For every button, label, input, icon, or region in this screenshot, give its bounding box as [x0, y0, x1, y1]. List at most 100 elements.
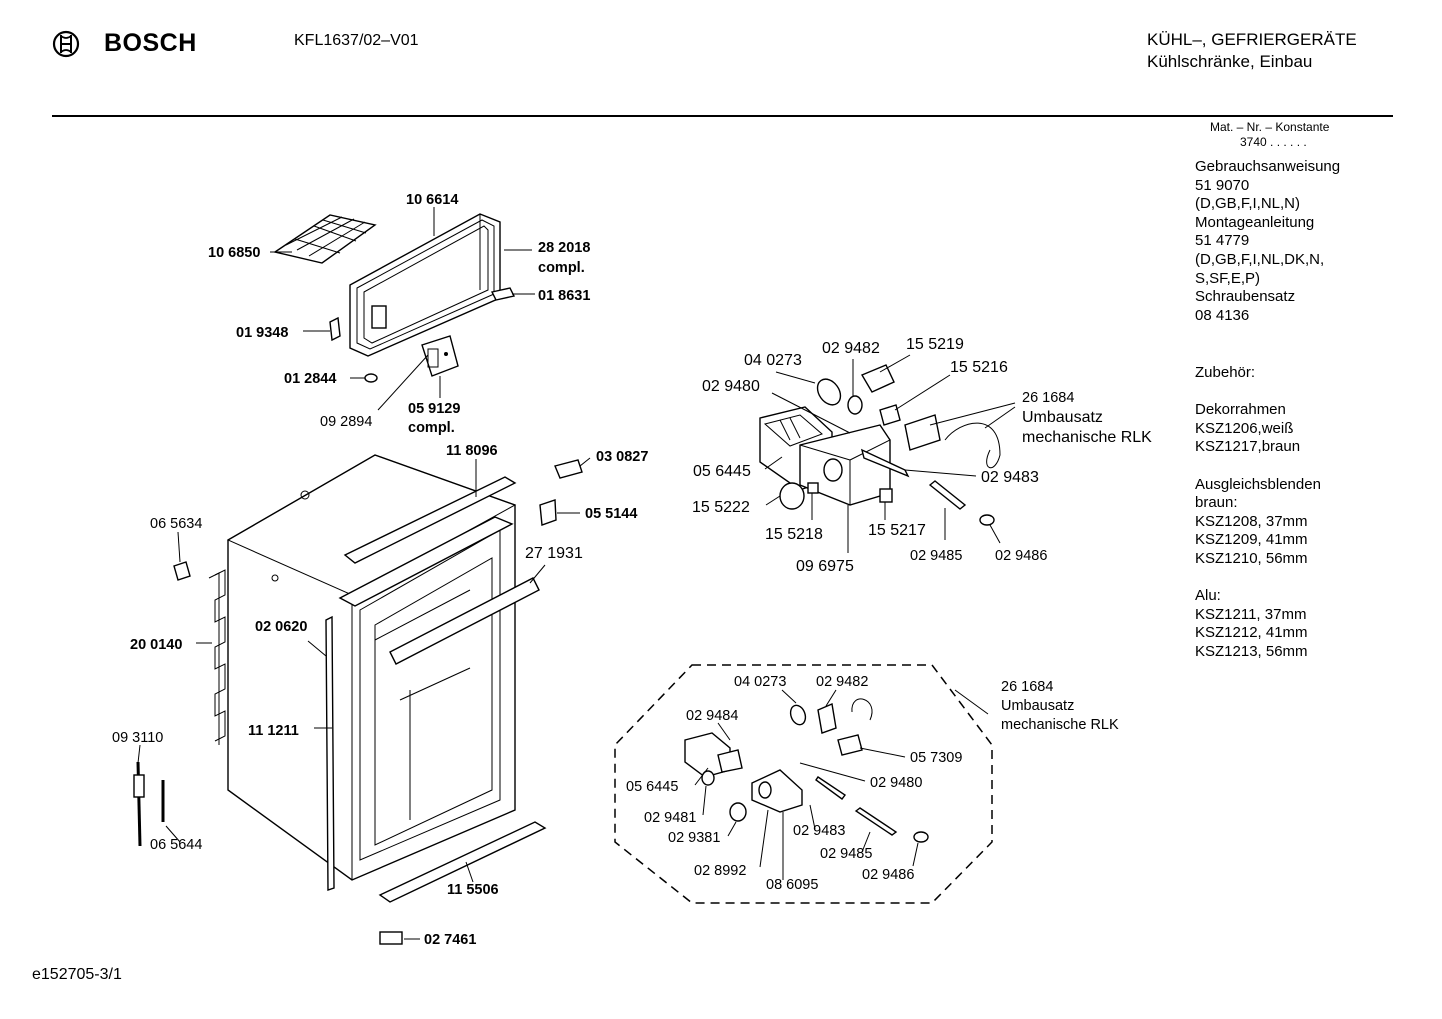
part-label: 05 7309 — [910, 750, 962, 766]
part-label: 08 6095 — [766, 877, 818, 893]
bottom-clip — [379, 931, 403, 945]
accessory-line: Alu: — [1195, 587, 1221, 605]
part-label: 26 1684 — [1022, 390, 1074, 406]
part-label: 09 2894 — [320, 414, 372, 430]
kit-lamp — [789, 698, 873, 734]
capillary-rod — [928, 480, 967, 510]
conversion-kit-boundary — [614, 664, 993, 904]
part-label: 06 5644 — [150, 837, 202, 853]
thermostat-sensor — [133, 761, 165, 847]
part-label: 02 9486 — [862, 867, 914, 883]
doc-line: Schraubensatz — [1195, 288, 1296, 306]
accessory-line: KSZ1211, 37mm — [1195, 605, 1307, 623]
accessory-line: KSZ1212, 41mm — [1195, 624, 1308, 642]
mat-nr-value: 3740 . . . . . . — [1240, 135, 1307, 149]
accessory-line: KSZ1213, 56mm — [1195, 642, 1308, 660]
switch-block — [879, 404, 901, 426]
doc-line: 51 9070 — [1195, 176, 1250, 194]
lamp-cover — [860, 364, 895, 393]
part-label: 15 5217 — [868, 522, 926, 539]
part-label: 05 5144 — [585, 506, 637, 522]
part-label: 02 0620 — [255, 619, 307, 635]
part-label: 15 5219 — [906, 336, 964, 353]
leader-lines — [137, 207, 1016, 940]
doc-line: Gebrauchsanweisung — [1195, 158, 1341, 175]
freezer-door-assembly — [349, 213, 501, 357]
part-label: 15 5218 — [765, 526, 823, 543]
part-label: 02 9480 — [702, 378, 760, 395]
accessory-line: KSZ1208, 37mm — [1195, 512, 1308, 530]
conversion-kit-board — [904, 414, 1001, 468]
model-number: KFL1637/02–V01 — [294, 32, 419, 49]
doc-line: 51 4779 — [1195, 232, 1250, 250]
mat-nr-label: Mat. – Nr. – Konstante — [1210, 120, 1330, 134]
part-label: compl. — [538, 260, 585, 276]
part-label: 02 9485 — [820, 846, 872, 862]
bracket-part — [554, 459, 583, 479]
doc-line: S,SF,E,P) — [1195, 269, 1261, 287]
cable-clip — [879, 488, 893, 503]
part-label: 02 9481 — [644, 810, 696, 826]
part-label: 20 0140 — [130, 637, 182, 653]
condenser-coil — [208, 569, 226, 745]
part-label: 26 1684 — [1001, 679, 1053, 695]
document-id: e152705-3/1 — [32, 966, 122, 983]
part-label: 02 7461 — [424, 932, 476, 948]
part-label: 05 6445 — [693, 463, 751, 480]
part-label: 05 6445 — [626, 779, 678, 795]
accessory-line: Dekorrahmen — [1195, 401, 1286, 419]
accessory-line: KSZ1210, 56mm — [1195, 549, 1308, 567]
part-label: 27 1931 — [525, 545, 583, 562]
category-title: KÜHL–, GEFRIERGERÄTE — [1147, 30, 1357, 49]
bosch-armature-icon — [52, 30, 80, 58]
part-label: 02 9485 — [910, 548, 962, 564]
part-label: 04 0273 — [734, 674, 786, 690]
part-label: 02 9381 — [668, 830, 720, 846]
doc-line: (D,GB,F,I,NL,DK,N, — [1195, 250, 1325, 268]
accessory-line: Ausgleichsblenden — [1195, 475, 1321, 493]
part-label: 02 9483 — [793, 823, 845, 839]
part-label: 11 5506 — [447, 882, 499, 898]
kit-control-box — [751, 769, 803, 813]
kit-clip-ring — [913, 831, 929, 843]
part-label: 01 8631 — [538, 288, 590, 304]
thermostat-lever — [860, 448, 910, 478]
part-label: mechanische RLK — [1001, 717, 1119, 733]
part-label: 10 6614 — [406, 192, 458, 208]
kit-housing — [684, 732, 743, 778]
part-label: Umbausatz — [1001, 698, 1074, 714]
kit-ring — [701, 770, 715, 786]
part-label: 11 1211 — [248, 723, 299, 739]
bosch-logo — [52, 30, 80, 63]
part-label: 03 0827 — [596, 449, 648, 465]
part-label: 15 5216 — [950, 359, 1008, 376]
exploded-parts-diagram: 10 6614 10 6850 28 2018 compl. 01 8631 0… — [112, 192, 1152, 948]
kit-knob — [729, 802, 747, 822]
doc-line: 08 4136 — [1195, 306, 1250, 324]
part-label: 11 8096 — [446, 443, 498, 459]
top-rail — [338, 476, 517, 607]
ice-tray — [273, 214, 377, 264]
part-label: 15 5222 — [692, 499, 750, 516]
header-divider — [52, 115, 1393, 117]
accessory-line: KSZ1209, 41mm — [1195, 531, 1308, 549]
part-label: 05 9129 — [408, 401, 460, 417]
part-label: 04 0273 — [744, 352, 802, 369]
part-label: 06 5634 — [150, 516, 202, 532]
part-label: 10 6850 — [208, 245, 260, 261]
part-label: 02 9483 — [981, 469, 1039, 486]
accessory-line: KSZ1206,weiß — [1195, 419, 1294, 437]
kit-lever — [815, 776, 847, 800]
part-label: 02 9482 — [816, 674, 868, 690]
side-trim — [325, 615, 335, 891]
bulb-socket — [816, 378, 863, 415]
part-label: 02 9480 — [870, 775, 922, 791]
bottom-rail — [378, 821, 547, 903]
kit-switch — [837, 734, 863, 756]
part-label: 09 6975 — [796, 558, 854, 575]
part-label: 02 9484 — [686, 708, 738, 724]
plug-cap — [364, 373, 378, 383]
part-label: 09 3110 — [112, 730, 163, 746]
sidebar-info: Gebrauchsanweisung 51 9070 (D,GB,F,I,NL,… — [1195, 158, 1340, 325]
doc-line: Montageanleitung — [1195, 213, 1315, 231]
